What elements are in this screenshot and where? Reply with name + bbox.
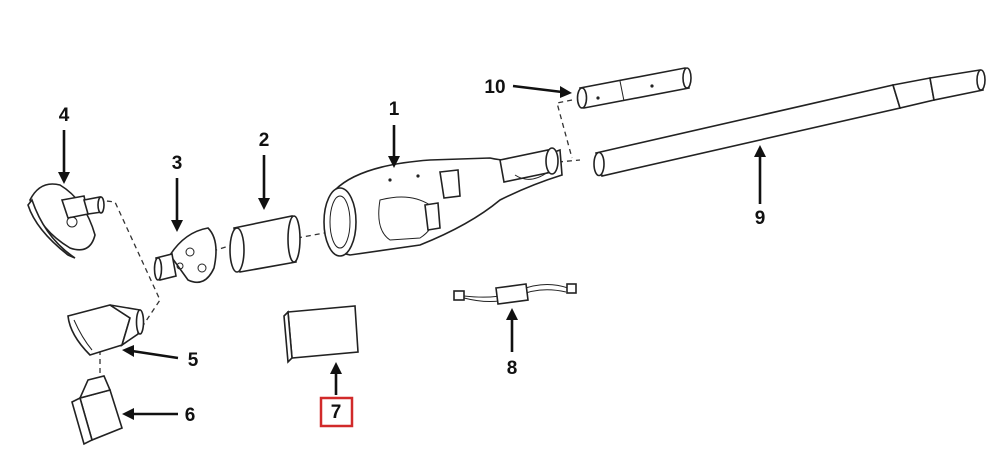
part-9-extension-pole [593,69,986,177]
callout-label-2: 2 [259,130,270,151]
callout-label-6: 6 [185,405,196,426]
part-7-filter-pad [283,305,359,364]
callout-label-8: 8 [507,358,518,379]
callout-7-highlight-box [319,396,354,428]
part-1-vacuum-body [323,147,563,257]
part-4-brush-head [27,183,105,259]
callout-label-7: 7 [331,402,342,423]
callout-label-4: 4 [59,105,70,126]
part-5-wide-nozzle [67,304,145,356]
callout-label-5: 5 [188,350,199,371]
callout-label-1: 1 [389,99,400,120]
part-8-charger-cable [453,283,577,305]
callout-label-3: 3 [172,153,183,174]
part-10-pole-section [576,67,692,109]
callout-arrows [58,84,766,420]
part-3-nozzle-adapter [153,227,217,284]
part-6-bristle-brush [71,375,123,446]
callout-label-10: 10 [484,77,505,98]
part-2-filter-cartridge [229,215,301,273]
callout-label-9: 9 [755,208,766,229]
